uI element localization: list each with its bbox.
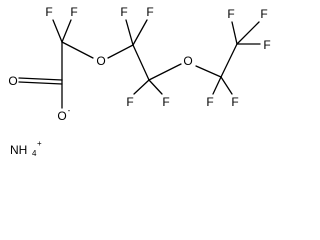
atom-f-c3-bottom-left: F [126,95,133,109]
atom-f-c3-bottom-right: F [162,95,169,109]
bond-c1-f-left [52,19,63,43]
atom-o-carboxylate: O [57,109,66,123]
bond-c3-o-ether-2 [148,63,182,81]
bond-c4-f-bottom-left [212,76,222,95]
bond-c1-o-ether-1 [61,41,94,59]
atom-f-c4-bottom-right: F [231,95,238,109]
atom-f-c2-top-left: F [120,5,127,19]
bond-c-o-double-a [18,77,63,81]
bond-c-o-double-b [18,81,63,85]
bond-c5-f-top-left [231,21,238,45]
molecule-diagram: F F O O - O F F F F O F F F F F NH 4 + [8,5,270,157]
atom-f-c1-right: F [70,5,77,19]
atom-f-c2-top-right: F [146,5,153,19]
atom-o-ether-1: O [96,54,105,68]
atom-f-c5-right: F [263,38,270,52]
bond-c2-f-top-right [132,19,148,46]
bond-c4-f-bottom-right [220,76,233,95]
bond-c3-f-bottom-right [148,79,163,95]
bond-c2-f-top-left [125,19,134,46]
bond-c5-f-top-right [236,21,260,45]
atom-o-carbonyl: O [8,74,17,88]
bonds [18,19,261,109]
counterion-charge: + [37,139,42,148]
bond-c2-c3 [132,44,150,81]
bond-c4-c5 [220,43,238,78]
counterion-label: NH [10,143,27,157]
atom-f-c4-bottom-left: F [206,95,213,109]
counterion: NH 4 + [10,139,42,157]
atom-f-c5-top-left: F [227,7,234,21]
atom-f-c5-top-right: F [260,7,267,21]
structure-svg: F F O O - O F F F F O F F F F F NH 4 + [8,5,270,157]
atom-f-c1-left: F [45,5,52,19]
bond-c1-f-right [61,19,72,43]
atom-labels: F F O O - O F F F F O F F F F F [8,5,270,123]
atom-o-ether-2: O [183,54,192,68]
bond-c3-f-bottom-left [133,79,150,95]
counterion-subscript: 4 [32,149,37,157]
bond-o-ether-1-c2 [107,44,134,59]
carboxylate-charge: - [68,106,71,115]
bond-o-ether-2-c4 [195,65,222,78]
